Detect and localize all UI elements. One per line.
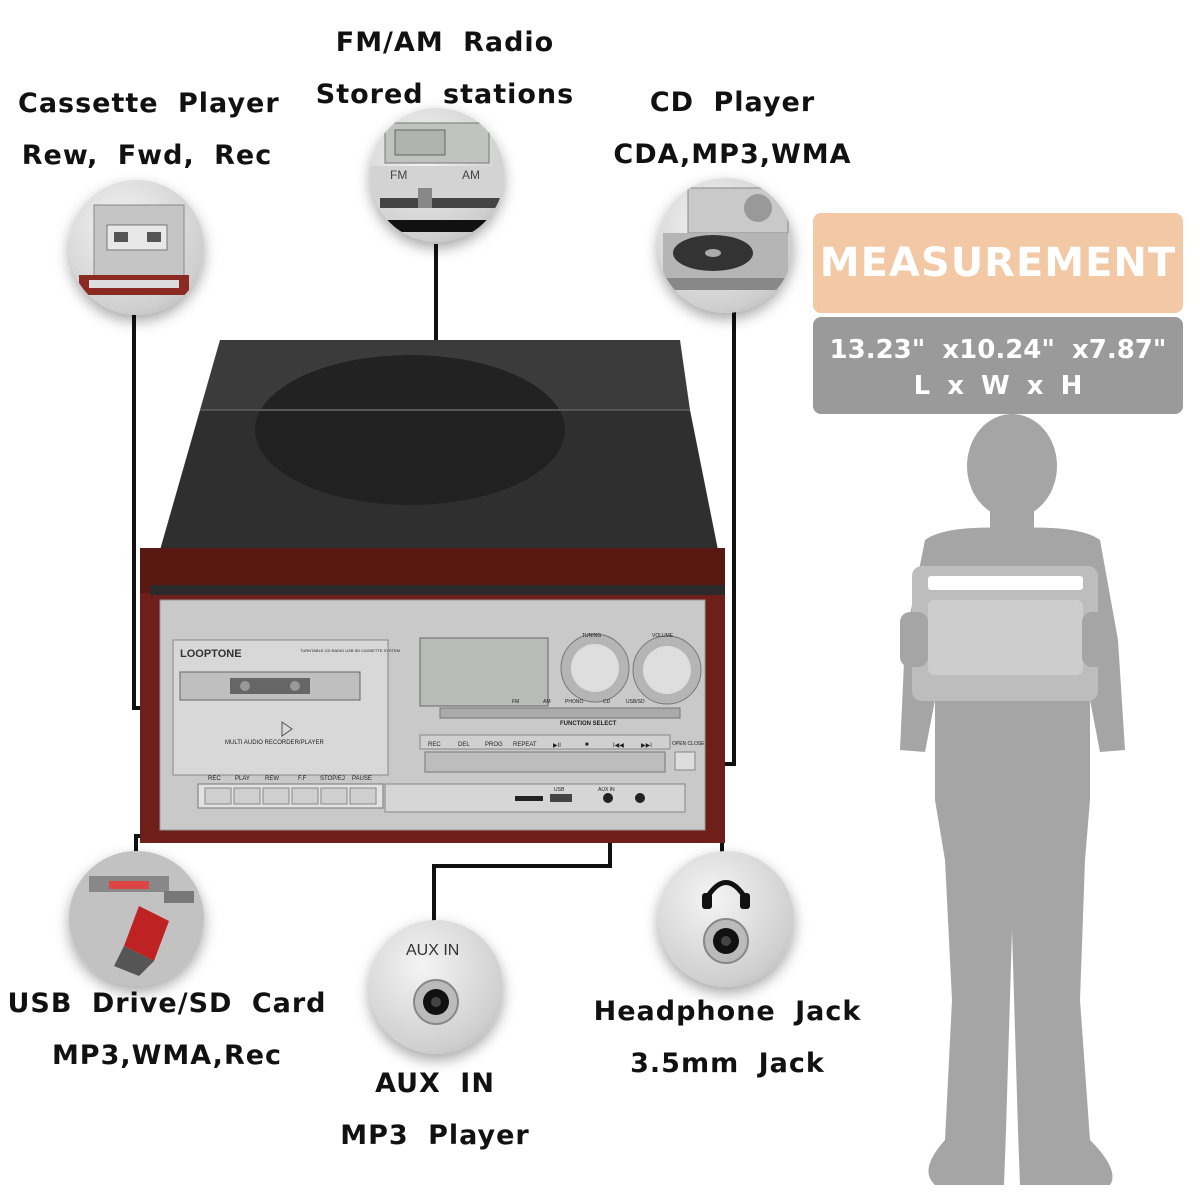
usb-connector-v2 [134,834,138,854]
aux-title: AUX IN [375,1068,495,1099]
cd-button-rec[interactable]: REC [428,742,441,748]
usb-port-label: USB [554,787,565,793]
cassette-callout [69,180,204,315]
cassette-subtitle: Rew, Fwd, Rec [21,140,273,171]
cd-button-next[interactable]: ▶▶I [641,743,652,749]
cd-button-prev[interactable]: I◀◀ [613,743,624,749]
function-button-am[interactable]: AM [543,699,551,705]
model-line: TURNTABLE CD RADIO USB SD CASSETTE SYSTE… [300,648,400,653]
brand-logo: LOOPTONE [180,648,242,660]
aux-connector-h [432,864,612,868]
aux-subtitle: MP3 Player [340,1120,530,1151]
cassette-title: Cassette Player [18,88,280,119]
cassette-caption: MULTI AUDIO RECORDER/PLAYER [225,740,324,746]
function-button-phono[interactable]: PHONO [565,699,584,705]
usb-subtitle: MP3,WMA,Rec [51,1040,283,1071]
measurement-axes: L x W x H [913,371,1083,401]
cd-button-stop[interactable]: ■ [585,742,589,748]
fm-label: FM [390,168,408,182]
cd-subtitle: CDA,MP3,WMA [613,139,852,170]
cd-connector-h [660,762,736,766]
cd-title: CD Player [649,87,816,118]
deck-button-play[interactable]: PLAY [235,776,250,782]
cd-button-repeat[interactable]: REPEAT [513,742,537,748]
function-button-usbsd[interactable]: USB/SD [626,699,645,705]
open-close-label[interactable]: OPEN CLOSE [672,741,705,747]
cd-button-play-pause[interactable]: ▶II [553,743,561,749]
radio-connector-h [434,710,534,714]
radio-title: FM/AM Radio [335,27,555,58]
function-button-fm[interactable]: FM [512,699,520,705]
aux-connector-v2 [432,864,436,922]
usb-connector-v [540,798,544,838]
radio-subtitle: Stored stations [315,79,575,110]
usb-callout [69,851,204,986]
usb-connector-h [134,834,544,838]
knob-label-volume: VOLUME [652,633,674,639]
cassette-connector-v [132,300,136,710]
headphone-connector-v [720,800,724,852]
cd-button-del[interactable]: DEL [458,742,470,748]
headphone-subtitle: 3.5mm Jack [630,1048,825,1079]
measurement-box: 13.23" x10.24" x7.87" L x W x H [813,317,1183,414]
radio-callout: FM AM [370,108,504,242]
cd-callout [658,178,793,313]
deck-button-pause[interactable]: PAUSE [352,776,372,782]
cassette-connector-h [132,706,242,710]
function-button-cd[interactable]: CD [603,699,611,705]
deck-button-ff[interactable]: F.F [298,776,307,782]
headphone-title: Headphone Jack [593,996,862,1027]
usb-title: USB Drive/SD Card [7,988,327,1019]
measurement-title: MEASUREMENT [813,213,1183,313]
aux-callout: AUX IN [369,920,503,1054]
deck-button-rec[interactable]: REC [208,776,221,782]
deck-button-rew[interactable]: REW [265,776,279,782]
headphone-connector-h [640,800,724,804]
deck-button-stop-eject[interactable]: STOP/EJ [320,776,345,782]
headphone-callout [658,851,794,987]
radio-connector-v [434,244,438,714]
cd-button-prog[interactable]: PROG [485,742,503,748]
measurement-dimensions: 13.23" x10.24" x7.87" [829,335,1167,365]
cd-connector-v [732,312,736,766]
headphone-icon [702,880,750,909]
aux-connector-v [608,808,612,868]
knob-label-tuning: TUNING [582,633,602,639]
function-select-label: FUNCTION SELECT [560,721,617,727]
aux-jack-label: AUX IN [598,787,615,793]
aux-callout-label: AUX IN [406,942,460,959]
am-label: AM [462,168,480,182]
